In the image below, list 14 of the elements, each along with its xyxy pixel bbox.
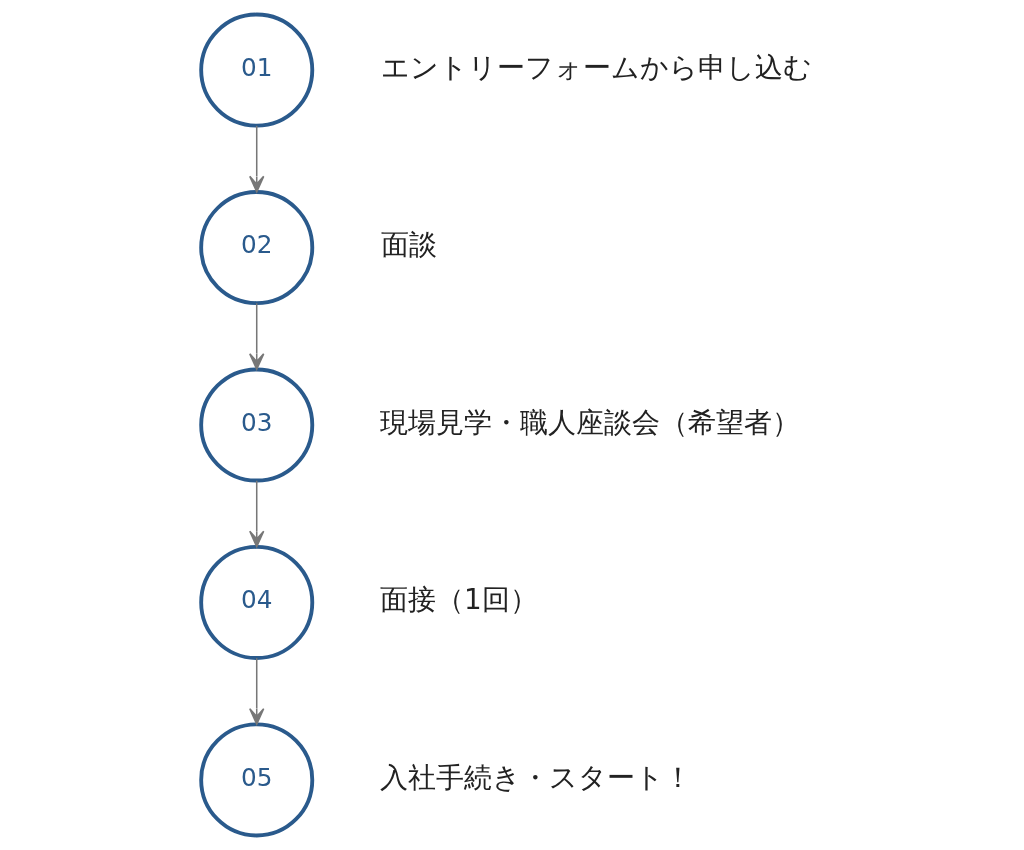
arrow	[248, 125, 264, 193]
arrow	[248, 657, 264, 725]
node-label: 現場見学・職人座談会（希望者）	[379, 405, 800, 439]
node-circle: 04	[198, 545, 314, 660]
node-circle: 03	[198, 367, 314, 483]
node-circle: 05	[198, 722, 314, 838]
arrow	[248, 302, 264, 371]
node-circle: 02	[198, 190, 314, 305]
node-label: 面接（1回）	[379, 583, 538, 617]
node-circle: 01	[198, 12, 314, 128]
node-label: 面談	[381, 228, 437, 262]
node-label: 入社手続き・スタート！	[379, 760, 692, 794]
node-label: エントリーフォームから申し込む	[380, 50, 812, 84]
arrow	[248, 480, 264, 548]
